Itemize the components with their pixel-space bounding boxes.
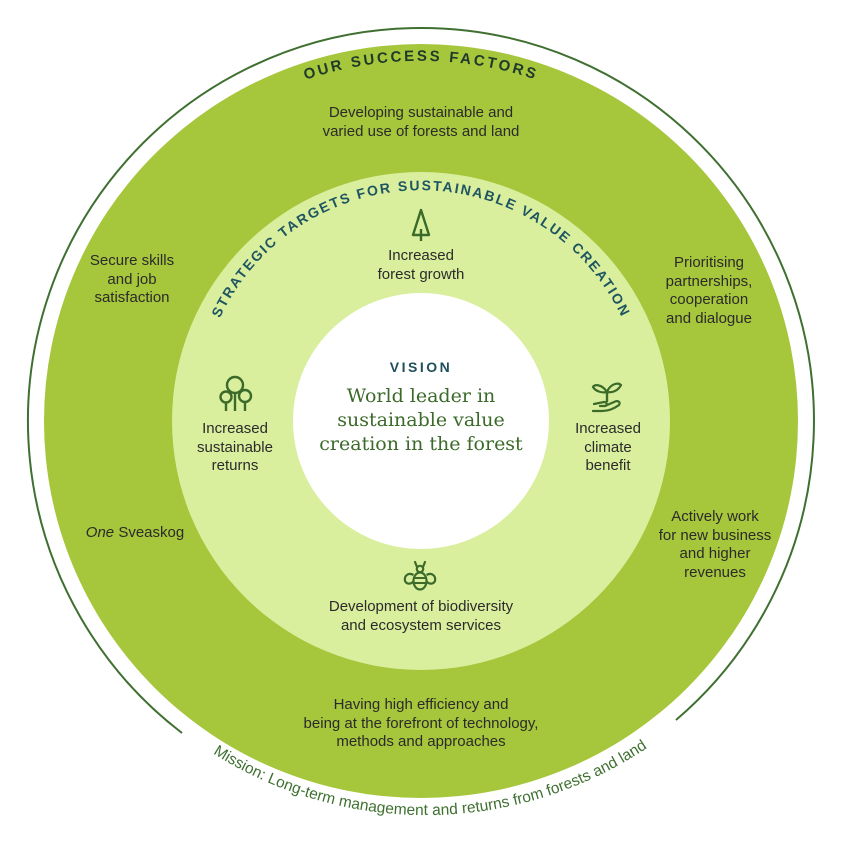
plant-in-hand-icon bbox=[591, 382, 623, 413]
success-factor-line: revenues bbox=[684, 563, 746, 581]
success-factor-line: partnerships, bbox=[665, 272, 753, 290]
vision-statement: World leader in sustainable value creati… bbox=[301, 384, 541, 456]
target-line: returns bbox=[211, 457, 259, 474]
vision-heading: VISION bbox=[389, 359, 453, 375]
success-factor-line: and higher bbox=[679, 545, 751, 562]
target-line: Development of biodiversity bbox=[328, 598, 514, 615]
vision-center bbox=[293, 293, 549, 549]
success-factor-line: Prioritising bbox=[673, 254, 745, 271]
target-biodiversity: Development of biodiversity and ecosyste… bbox=[286, 598, 556, 635]
target-line: Increased bbox=[575, 420, 641, 437]
success-factor-line: and dialogue bbox=[666, 309, 752, 327]
success-factor-line: for new business bbox=[658, 526, 772, 544]
success-factor-line: satisfaction bbox=[94, 289, 170, 306]
target-line: and ecosystem services bbox=[340, 616, 502, 634]
success-factor-line: being at the forefront of technology, bbox=[303, 714, 539, 732]
vision-line: World leader in bbox=[346, 385, 496, 407]
success-factor-line: cooperation bbox=[669, 291, 749, 308]
success-factor-lower-left: One Sveaskog bbox=[70, 524, 200, 543]
success-factor-text: Sveaskog bbox=[114, 524, 185, 541]
target-line: forest growth bbox=[377, 265, 465, 283]
success-factor-line: Having high efficiency and bbox=[333, 696, 509, 713]
success-factor-line: Developing sustainable and bbox=[328, 104, 514, 121]
success-factor-line: Actively work bbox=[671, 508, 759, 525]
vision-line: sustainable value bbox=[337, 409, 505, 431]
target-sustainable-returns: Increased sustainable returns bbox=[180, 420, 290, 476]
success-factor-upper-left: Secure skills and job satisfaction bbox=[76, 252, 188, 308]
success-factor-bottom: Having high efficiency and being at the … bbox=[266, 696, 576, 752]
success-factor-line: methods and approaches bbox=[336, 733, 506, 750]
bee-icon bbox=[403, 560, 437, 591]
success-factor-line: and job bbox=[107, 270, 157, 288]
target-climate-benefit: Increased climate benefit bbox=[553, 420, 663, 476]
success-factor-italic-prefix: One bbox=[85, 524, 115, 541]
target-line: Increased bbox=[202, 420, 268, 437]
target-line: climate bbox=[584, 438, 632, 456]
success-factor-line: varied use of forests and land bbox=[322, 122, 520, 140]
mission-outline-ring bbox=[26, 27, 815, 734]
target-forest-growth: Increased forest growth bbox=[336, 247, 506, 284]
target-line: sustainable bbox=[197, 438, 273, 456]
target-line: benefit bbox=[585, 457, 631, 474]
tree-icon bbox=[411, 208, 431, 241]
target-line: Increased bbox=[388, 247, 454, 264]
vision-line: creation in the forest bbox=[319, 433, 523, 455]
trees-group-icon bbox=[219, 375, 253, 411]
success-factor-line: Secure skills bbox=[89, 252, 175, 269]
success-factor-lower-right: Actively work for new business and highe… bbox=[644, 508, 786, 582]
success-factor-top: Developing sustainable and varied use of… bbox=[271, 104, 571, 141]
success-factor-upper-right: Prioritising partnerships, cooperation a… bbox=[646, 254, 772, 328]
